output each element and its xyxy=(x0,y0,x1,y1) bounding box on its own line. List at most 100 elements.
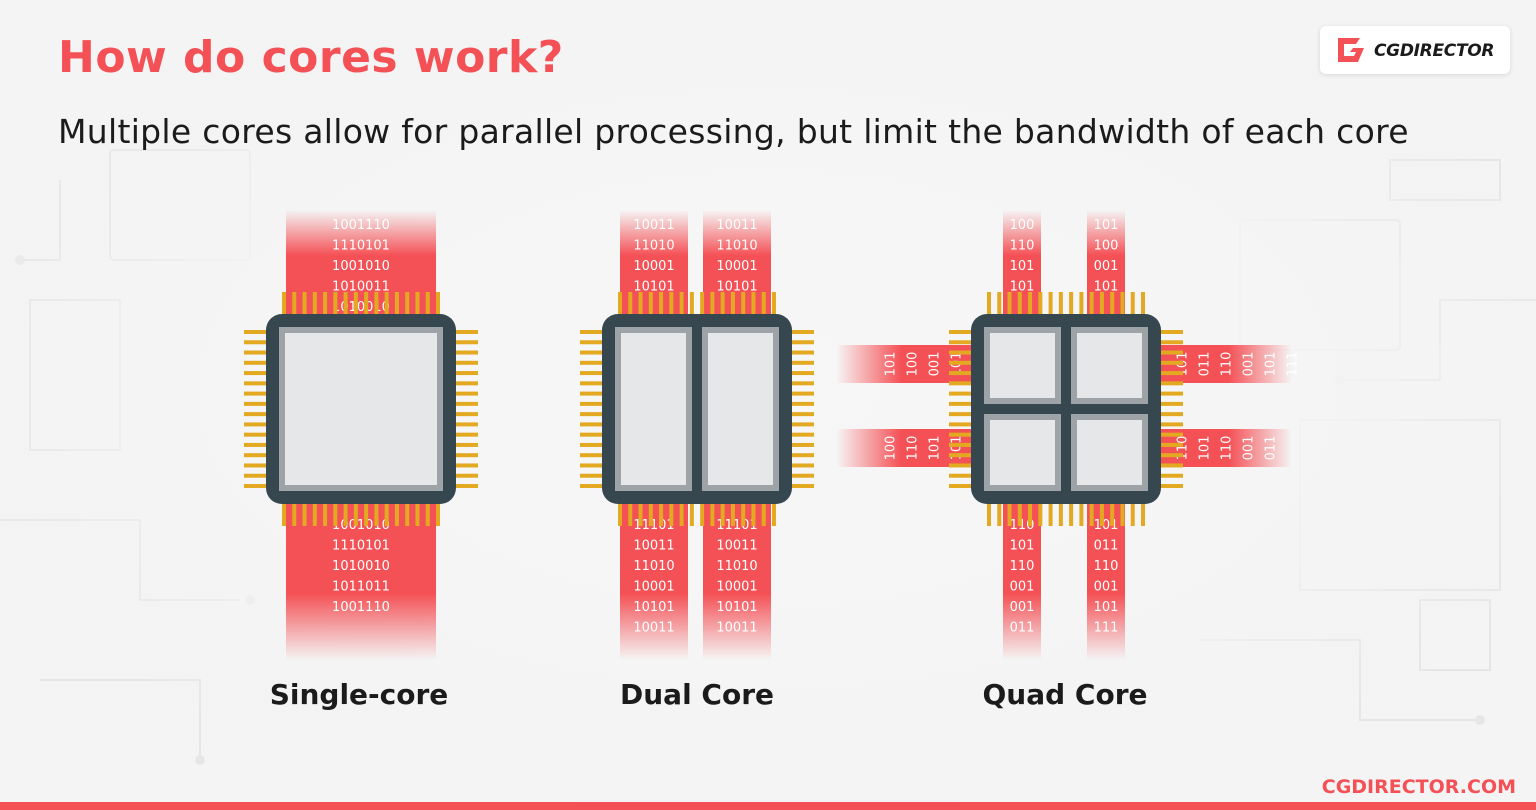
pin xyxy=(580,330,604,334)
pin xyxy=(790,360,814,365)
pin xyxy=(1141,292,1145,316)
pin xyxy=(1048,292,1053,316)
pin xyxy=(987,502,991,526)
pin xyxy=(949,401,973,406)
pin xyxy=(1079,292,1084,316)
pin xyxy=(638,292,643,316)
pin xyxy=(364,292,369,316)
pin xyxy=(1120,502,1125,526)
stream-bits: 101 xyxy=(1264,352,1279,377)
pin xyxy=(323,502,328,526)
stream-bits: 101 xyxy=(1010,280,1035,295)
pin xyxy=(312,292,317,316)
pin xyxy=(949,473,973,478)
stream-bits: 101 xyxy=(1094,518,1119,533)
pin xyxy=(580,422,604,427)
pin xyxy=(790,371,814,376)
stream-bits: 1001110 xyxy=(332,218,390,233)
chip-pins xyxy=(949,292,1183,526)
core xyxy=(1077,333,1142,398)
pin xyxy=(580,401,604,406)
pin xyxy=(454,371,478,376)
pin xyxy=(1017,292,1022,316)
stream-bits: 101 xyxy=(1010,539,1035,554)
stream-bits: 10011 xyxy=(633,218,674,233)
pin xyxy=(1007,292,1012,316)
page-subtitle: Multiple cores allow for parallel proces… xyxy=(58,112,1409,151)
pin xyxy=(772,502,776,526)
pin xyxy=(648,292,653,316)
pin xyxy=(580,453,604,458)
pin xyxy=(669,292,674,316)
pin xyxy=(741,502,746,526)
pin xyxy=(343,502,348,526)
pin xyxy=(394,292,399,316)
pin xyxy=(454,330,478,334)
pin xyxy=(1099,502,1104,526)
pin xyxy=(1079,502,1084,526)
pin xyxy=(949,340,973,345)
footer-site-link[interactable]: CGDIRECTOR.COM xyxy=(1321,776,1516,798)
cores-diagram: 1001110111010110010101010011101001010010… xyxy=(244,210,1301,660)
stream-bits: 10001 xyxy=(716,580,757,595)
pin xyxy=(1159,381,1183,386)
pin xyxy=(454,473,478,478)
pin xyxy=(1159,371,1183,376)
pin xyxy=(244,360,268,365)
processor-1: 1001110111010110010101010011101001010010… xyxy=(244,210,478,660)
pin xyxy=(580,463,604,468)
stream-bits: 011 xyxy=(1094,539,1119,554)
pin xyxy=(949,371,973,376)
stream-bits: 10101 xyxy=(716,280,757,295)
pin xyxy=(741,292,746,316)
chip-pins xyxy=(244,292,478,526)
pin xyxy=(244,473,268,478)
pin xyxy=(580,484,604,488)
pin xyxy=(323,292,328,316)
pin xyxy=(720,502,725,526)
pin xyxy=(689,502,694,526)
processor-3: 1001101011011011000011011101011100010010… xyxy=(836,210,1301,660)
pin xyxy=(1159,350,1183,355)
pin xyxy=(580,350,604,355)
pin xyxy=(790,381,814,386)
pin xyxy=(374,502,379,526)
pin xyxy=(415,502,420,526)
stream-bits: 110 xyxy=(1010,559,1035,574)
pin xyxy=(669,502,674,526)
pin xyxy=(790,391,814,396)
pin xyxy=(580,442,604,447)
pin xyxy=(949,453,973,458)
stream-bits: 10011 xyxy=(716,218,757,233)
pin xyxy=(580,412,604,417)
pin xyxy=(302,292,307,316)
pin xyxy=(454,391,478,396)
pin xyxy=(1048,502,1053,526)
stream-bits: 001 xyxy=(1094,580,1119,595)
pin xyxy=(244,330,268,334)
pin xyxy=(790,401,814,406)
chip-pins xyxy=(580,292,814,526)
pin xyxy=(244,371,268,376)
pin xyxy=(949,422,973,427)
stream-bits: 1001010 xyxy=(332,259,390,274)
pin xyxy=(949,484,973,488)
pin xyxy=(772,292,776,316)
pin xyxy=(1159,330,1183,334)
pin xyxy=(454,432,478,437)
pin xyxy=(292,502,297,526)
pin xyxy=(638,502,643,526)
core xyxy=(990,333,1055,398)
core xyxy=(990,420,1055,485)
pin xyxy=(790,473,814,478)
stream-bits: 100 xyxy=(1010,218,1035,233)
cgdirector-logo-icon xyxy=(1338,38,1364,62)
pin xyxy=(454,484,478,488)
pin xyxy=(333,502,338,526)
pin xyxy=(1038,502,1043,526)
pin xyxy=(282,502,286,526)
stream-bits: 001 xyxy=(1094,259,1119,274)
logo-text: CGDIRECTOR xyxy=(1374,41,1495,61)
stream-bits: 001 xyxy=(1010,580,1035,595)
stream-bits: 001 xyxy=(1010,600,1035,615)
